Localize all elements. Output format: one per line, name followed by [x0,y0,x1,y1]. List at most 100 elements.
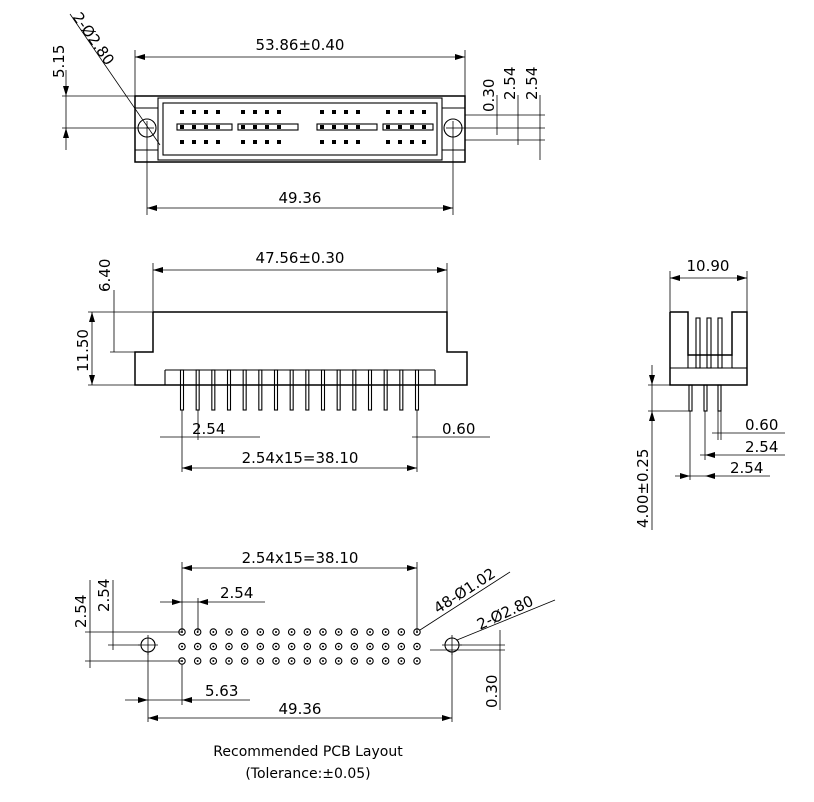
pcb-hole-center [416,645,418,648]
top-contact-pad [180,140,184,144]
pcb-hole-note: 48-Ø1.02 [430,564,498,617]
front-pin [367,369,373,411]
pcb-hole [350,642,359,651]
pcb-row-offset-label: 0.30 [483,675,501,708]
pcb-hole [366,642,374,651]
top-contact-pad [241,140,245,144]
pcb-hole-center [416,631,418,633]
side-pin-width-label: 0.60 [745,416,778,434]
pcb-hole [413,628,421,636]
pcb-hole [334,628,343,636]
front-pin [211,369,216,411]
top-contact-pads [180,110,426,144]
pcb-hole-center [196,645,199,648]
pcb-hole [319,642,327,651]
pcb-hole [381,628,390,636]
top-contact-pad [356,125,360,129]
front-pin [336,369,341,411]
pcb-hole [225,628,233,636]
top-view: 53.86±0.40 49.36 2-Ø2.80 [50,9,545,215]
pcb-hole-center [243,631,246,633]
pcb-hole-center [384,660,387,662]
pcb-hole [193,657,202,665]
pcb-hole [366,657,374,665]
top-contact-pad [277,140,281,144]
front-pins [179,369,420,411]
pcb-hole-center [306,631,309,633]
top-contact-pad [253,125,257,129]
pcb-pin-pitch-label: 2.54 [220,584,253,602]
top-contact-pad [386,140,390,144]
pcb-hole-center [353,631,356,633]
top-contact-pad [410,125,414,129]
pcb-hole-center [322,660,324,662]
top-contact-pad [398,110,402,114]
pcb-row-pitch-left-b-label: 2.54 [95,579,113,612]
pcb-hole [350,628,359,636]
pcb-hole-center [259,660,262,662]
pcb-hole [272,628,280,636]
top-mount-hole-note: 2-Ø2.80 [69,9,118,69]
top-contact-pad [216,140,220,144]
pcb-hole-center [400,645,403,648]
top-contact-pad [386,125,390,129]
top-contact-pad [241,125,245,129]
top-contact-pad [204,110,208,114]
top-contact-pad [320,110,324,114]
pcb-hole-center [275,631,277,633]
pcb-hole [209,642,218,651]
pcb-hole [287,657,296,665]
pcb-hole [178,642,186,651]
pcb-hole [303,657,312,665]
front-pin-width-label: 0.60 [442,420,475,438]
pcb-hole-center [353,660,356,662]
pcb-hole-center [322,645,324,648]
front-body-width-label: 47.56±0.30 [256,249,345,267]
pcb-hole [397,657,406,665]
top-side-offset-label: 5.15 [50,45,68,78]
pcb-hole-center [212,660,215,662]
top-contact-pad [192,140,196,144]
top-contact-pad [332,110,336,114]
pcb-hole [209,628,218,636]
pcb-hole-center [416,660,418,662]
top-contact-pad [265,125,269,129]
pcb-hole [209,657,218,665]
top-contact-pad [265,110,269,114]
pcb-hole [287,628,296,636]
top-contact-pad [422,140,426,144]
top-contact-pad [344,140,348,144]
top-contact-pad [265,140,269,144]
front-pin [258,369,263,411]
top-contact-pad [180,125,184,129]
top-contact-pad [277,125,281,129]
pcb-hole [272,657,280,665]
top-contact-pad [253,110,257,114]
side-depth-label: 10.90 [687,257,730,275]
pcb-hole [381,657,390,665]
front-pin [320,369,326,411]
pcb-hole-center [306,660,309,662]
front-pin [179,369,185,411]
front-pin [226,369,232,411]
pcb-hole-center [196,631,199,633]
pcb-hole [256,628,265,636]
pcb-pin-span-label: 2.54x15=38.10 [242,549,359,567]
top-contact-pad [386,110,390,114]
top-contact-pad [277,110,281,114]
top-contact-pad [320,125,324,129]
top-contact-pad [344,110,348,114]
side-pin-length-label: 4.00±0.25 [634,449,652,528]
front-total-height-label: 11.50 [74,329,92,372]
top-overall-width-label: 53.86±0.40 [256,36,345,54]
pcb-hole-center [243,660,246,662]
pcb-hole-center [384,631,387,633]
top-contact-pad [180,110,184,114]
pcb-hole-center [228,645,230,648]
top-contact-pad [192,125,196,129]
pcb-hole [397,628,406,636]
pcb-hole [413,657,421,665]
pcb-hole [240,642,249,651]
pcb-hole-center [259,631,262,633]
top-contact-pad [422,110,426,114]
